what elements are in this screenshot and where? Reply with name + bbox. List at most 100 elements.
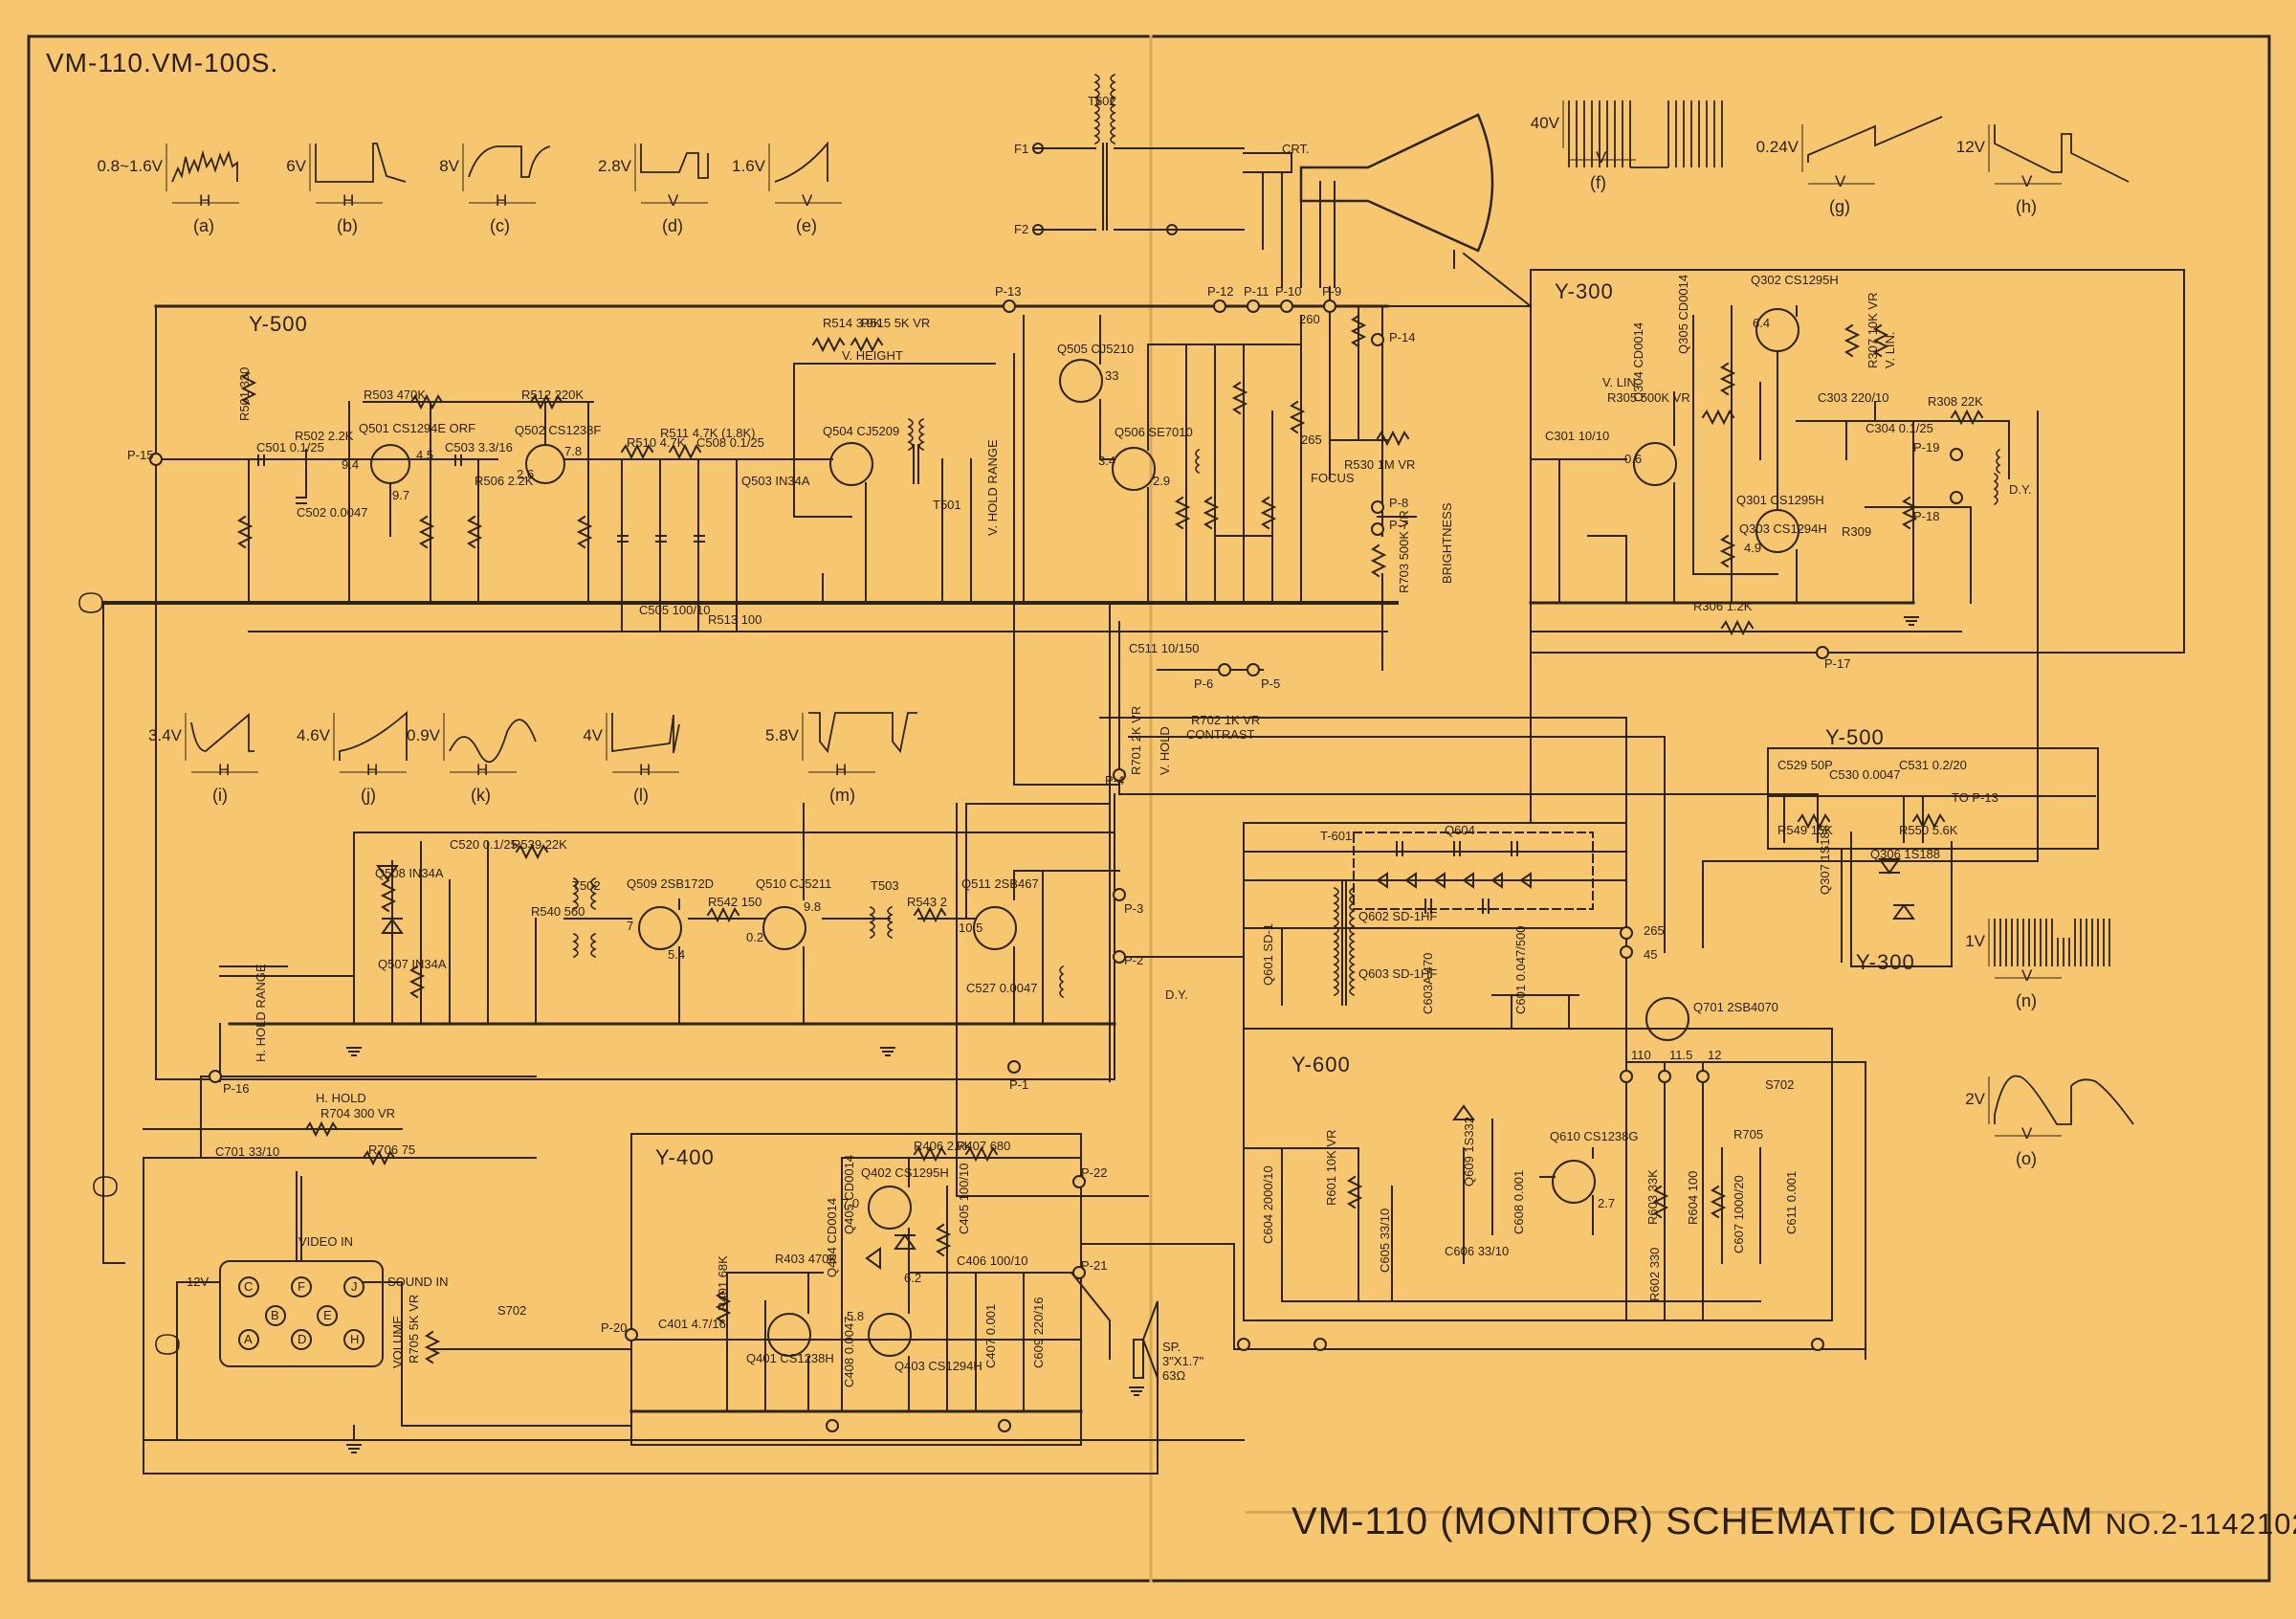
waveform-i-caption: (i) <box>212 786 228 805</box>
waveform-b-amplitude: 6V <box>286 157 306 175</box>
pin-b: B <box>271 1308 279 1322</box>
pin-h: H <box>350 1332 360 1346</box>
waveform-f-trace <box>1568 100 1723 168</box>
label-q609: Q609 1S332 <box>1462 1116 1476 1187</box>
waveform-c-amplitude: 8V <box>439 157 459 175</box>
label-c304: C304 0.1/25 <box>1866 421 1933 435</box>
label-to-p13: TO P-13 <box>1952 790 1998 805</box>
label-q305: Q305 CD0014 <box>1676 274 1690 354</box>
label-r506: R506 2.2K <box>475 474 534 488</box>
tp-p3: P-3 <box>1124 901 1144 916</box>
label-r503: R503 470K <box>364 388 427 402</box>
label-q405: Q405 CD0014 <box>842 1154 856 1234</box>
tp-p8: P-8 <box>1389 496 1409 510</box>
tp-p13: P-13 <box>995 284 1022 299</box>
label-c511: C511 10/150 <box>1129 641 1200 655</box>
waveform-a-trace <box>171 149 238 183</box>
label-video-in: VIDEO IN <box>298 1234 354 1249</box>
label-c529: C529 50P <box>1777 758 1833 772</box>
waveform-h-amplitude: 12V <box>1955 138 1985 156</box>
waveform-d-period: V <box>668 191 679 210</box>
label-c608: C608 0.001 <box>1512 1169 1526 1234</box>
label-r602: R602 330 <box>1647 1247 1662 1301</box>
label-r512: R512 220K <box>521 388 585 402</box>
waveform-m-amplitude: 5.8V <box>765 726 799 744</box>
label-c505: C505 100/10 <box>639 603 711 617</box>
label-r705-top: R705 <box>1733 1127 1764 1142</box>
label-v-height: V. HEIGHT <box>842 348 903 363</box>
waveform-i-period: H <box>218 761 231 779</box>
label-t501: T501 <box>933 498 961 512</box>
label-c609: C609 220/16 <box>1031 1297 1046 1368</box>
waveform-o-trace <box>1994 1075 2134 1125</box>
label-t602: T602 <box>1088 94 1116 108</box>
waveform-m <box>802 712 917 773</box>
tp-p18: P-18 <box>1913 509 1940 523</box>
tp-p6: P-6 <box>1194 676 1214 691</box>
waveform-b-trace <box>315 143 407 183</box>
waveform-j-trace <box>339 711 408 761</box>
label-r407: R407 680 <box>957 1139 1011 1153</box>
label-speaker: SP. 3"X1.7" 63Ω <box>1162 1340 1204 1383</box>
tp-p1: P-1 <box>1009 1077 1029 1092</box>
label-r309: R309 <box>1842 524 1872 539</box>
block-y300-main: Y-300 <box>1555 279 1614 303</box>
volt-5-4: 5.4 <box>668 947 686 962</box>
label-r702: R702 1K VR <box>1191 713 1261 727</box>
label-r510: R510 4.7K <box>627 435 686 450</box>
label-r550: R550 5.6K <box>1899 823 1958 837</box>
label-h-hold-range: H. HOLD RANGE <box>254 964 268 1062</box>
label-c503: C503 3.3/16 <box>445 440 513 455</box>
label-r306: R306 1.2K <box>1693 599 1753 613</box>
label-r704: R704 300 VR <box>320 1106 396 1120</box>
label-r401: R401 68K <box>716 1255 730 1311</box>
label-r502: R502 2.2K <box>295 429 354 443</box>
label-c601: C601 0.047/500 <box>1513 925 1528 1014</box>
label-c605: C605 33/10 <box>1378 1208 1392 1273</box>
waveform-o-amplitude: 2V <box>1965 1090 1985 1108</box>
label-c520: C520 0.1/25 <box>450 837 518 852</box>
label-q610: Q610 CS1238G <box>1550 1129 1639 1143</box>
waveform-k-trace <box>449 719 537 764</box>
label-r511: R511 4.7K (1.8K) <box>660 426 756 440</box>
tp-p16: P-16 <box>223 1081 250 1096</box>
volt-4-9: 4.9 <box>1744 541 1762 555</box>
tp-p15: P-15 <box>127 448 154 462</box>
waveform-h-caption: (h) <box>2016 197 2037 216</box>
waveform-i-trace <box>190 713 254 752</box>
node-115: 11.5 <box>1669 1048 1693 1062</box>
waveform-l <box>606 713 680 773</box>
label-volume: VOLUME <box>390 1316 405 1368</box>
diagram-title-text: VM-110 (MONITOR) SCHEMATIC DIAGRAM <box>1292 1500 2094 1542</box>
label-q508: Q508 IN34A <box>375 866 444 880</box>
waveform-e-caption: (e) <box>796 216 817 235</box>
node-45: 45 <box>1644 947 1658 962</box>
label-c603a: C603A 470 <box>1421 952 1435 1014</box>
label-q507: Q507 IN34A <box>378 957 447 971</box>
waveform-f-caption: (f) <box>1590 173 1606 192</box>
label-c502: C502 0.0047 <box>297 505 368 520</box>
volt-3-4: 3.4 <box>1098 454 1116 468</box>
label-q504: Q504 CJ5209 <box>823 424 900 438</box>
waveform-n-caption: (n) <box>2016 991 2037 1010</box>
volt-2-9: 2.9 <box>1153 474 1171 488</box>
waveform-n-trace <box>1994 919 2110 966</box>
label-r513: R513 100 <box>708 612 762 627</box>
waveform-e-trace <box>774 141 828 183</box>
label-r308: R308 22K <box>1928 394 1983 409</box>
tp-p11: P-11 <box>1244 284 1269 299</box>
waveform-l-period: H <box>639 761 651 779</box>
waveform-e-amplitude: 1.6V <box>732 157 765 175</box>
waveform-n-period: V <box>2021 966 2033 985</box>
label-t503: T503 <box>871 878 899 893</box>
label-c611: C611 0.001 <box>1784 1170 1799 1234</box>
label-r601: R601 10K VR <box>1324 1129 1338 1207</box>
volt-10-5: 10.5 <box>959 920 983 935</box>
label-q603: Q603 SD-1HF <box>1358 966 1438 981</box>
volt-2-6: 2.6 <box>517 467 535 481</box>
waveform-o-caption: (o) <box>2016 1149 2037 1168</box>
volt-6-2: 6.2 <box>904 1271 922 1285</box>
label-c406: C406 100/10 <box>957 1253 1028 1268</box>
label-dy2: D.Y. <box>2009 482 2032 497</box>
